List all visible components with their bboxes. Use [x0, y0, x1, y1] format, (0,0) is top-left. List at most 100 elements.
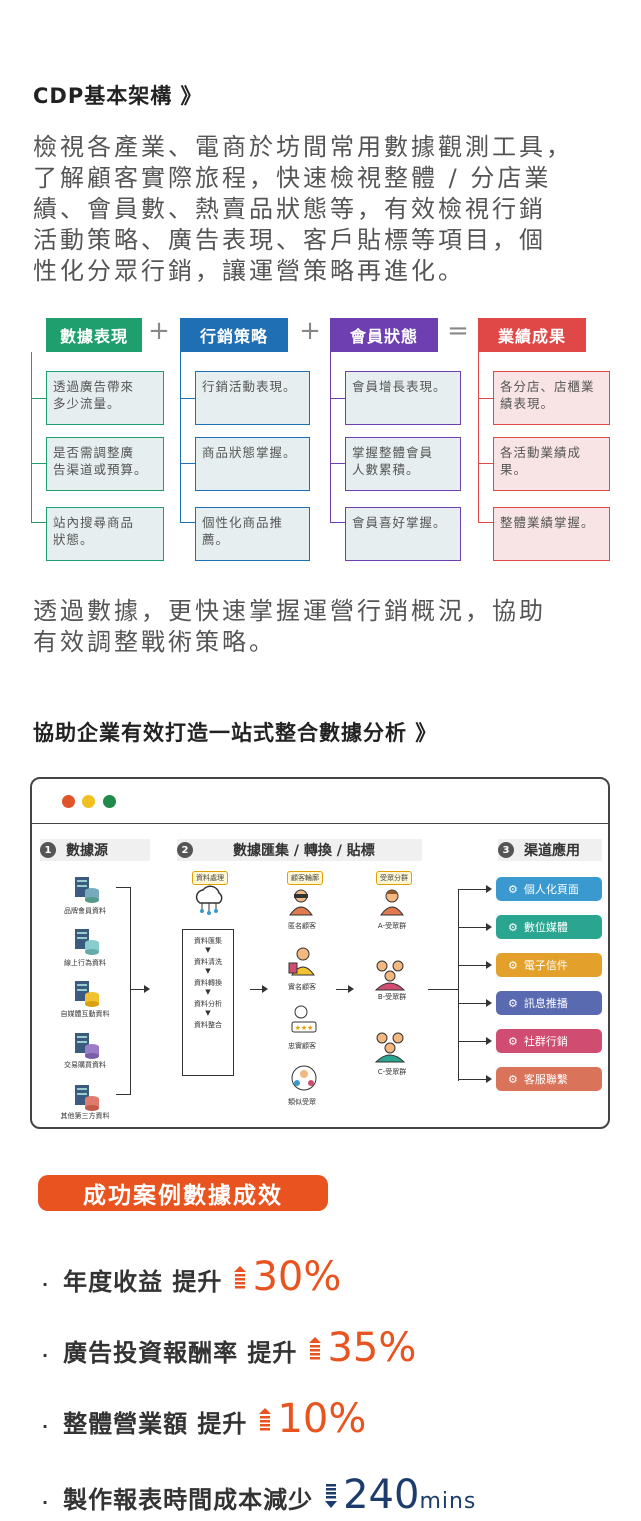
- category-item: 會員增長表現。: [345, 371, 461, 425]
- channel-label: 客服聯繫: [523, 1073, 568, 1086]
- channel-pill: ⚙ 數位媒體: [496, 915, 602, 939]
- database-icon: [74, 875, 99, 903]
- success-cases-badge: 成功案例數據成效: [38, 1175, 328, 1211]
- col-title: 數據匯集 / 轉換 / 貼標: [233, 843, 375, 859]
- col-title: 數據源: [66, 843, 108, 859]
- arrow-head-icon: [348, 985, 354, 993]
- gear-icon: ⚙: [508, 882, 518, 896]
- arrow-head-icon: [486, 1037, 492, 1045]
- result-value: 240: [343, 1472, 420, 1518]
- category-item: 各活動業績成果。: [493, 437, 610, 491]
- col-header-sources: 1 數據源: [40, 839, 150, 861]
- group-label: C-受眾群: [377, 1068, 407, 1076]
- gear-icon: ⚙: [508, 920, 518, 934]
- channel-pill: ⚙電子信件: [496, 953, 602, 977]
- arrow-head-icon: [486, 1075, 492, 1083]
- arrow-head-icon: [262, 985, 268, 993]
- category-item: 掌握整體會員人數累積。: [345, 437, 461, 491]
- window-minimize-dot: [82, 795, 95, 808]
- category-header-data: 數據表現: [46, 318, 142, 352]
- result-row: · 整體營業額 提升 10%: [42, 1396, 367, 1442]
- gear-icon: ⚙: [508, 1072, 518, 1086]
- arrow-head-icon: [486, 961, 492, 969]
- connector-line: [31, 352, 32, 522]
- arrow-up-icon: [259, 1408, 272, 1438]
- result-value: 10%: [277, 1396, 367, 1442]
- category-item: 商品狀態掌握。: [195, 437, 310, 491]
- category-item: 行銷活動表現。: [195, 371, 310, 425]
- window-maximize-dot: [103, 795, 116, 808]
- arrow-head-icon: [486, 999, 492, 1007]
- channel-label: 數位媒體: [523, 921, 568, 934]
- arrow-line: [458, 1041, 488, 1042]
- arrow-head-icon: [486, 923, 492, 931]
- arrow-line: [130, 989, 146, 990]
- channel-label: 社群行銷: [523, 1035, 568, 1048]
- process-tag: 受眾分群: [376, 871, 412, 885]
- result-value: 30%: [252, 1254, 342, 1300]
- svg-text:★★★: ★★★: [295, 1024, 314, 1032]
- arrow-line: [458, 1079, 488, 1080]
- database-icon: [74, 1083, 99, 1111]
- group-label: B-受眾群: [377, 993, 407, 1001]
- step-number: 1: [40, 842, 56, 858]
- pipeline-step: 資料清洗: [194, 958, 222, 966]
- customer-label: 類似受眾: [288, 1098, 316, 1106]
- category-item: 整體業績掌握。: [493, 507, 610, 561]
- result-label: 年度收益 提升: [63, 1268, 223, 1296]
- data-flow-window: 1 數據源 2 數據匯集 / 轉換 / 貼標 3 渠道應用 品牌會員資料 線上行…: [30, 777, 610, 1129]
- gear-icon: ⚙: [508, 996, 518, 1010]
- audience-group-icon: [372, 1029, 408, 1067]
- arrow-up-icon: [234, 1266, 247, 1296]
- group-label: A-受眾群: [377, 922, 407, 930]
- col-header-processing: 2 數據匯集 / 轉換 / 貼標: [177, 839, 422, 861]
- connector-line: [478, 352, 479, 522]
- category-item: 個性化商品推薦。: [195, 507, 310, 561]
- pipeline-step: 資料整合: [194, 1021, 222, 1029]
- result-label: 製作報表時間成本減少: [63, 1486, 314, 1514]
- pipeline-step: 資料分析: [194, 1000, 222, 1008]
- paragraph-line: 性化分眾行銷，讓運營策略再進化。: [33, 257, 465, 285]
- result-row: · 年度收益 提升 30%: [42, 1254, 342, 1300]
- customer-label: 實名顧客: [288, 983, 316, 991]
- audience-group-icon: [372, 957, 408, 995]
- arrow-line: [458, 1003, 488, 1004]
- channel-pill: ⚙ 客服聯繫: [496, 1067, 602, 1091]
- result-row: · 製作報表時間成本減少 240 mins: [42, 1472, 477, 1518]
- step-number: 3: [498, 842, 514, 858]
- source-label: 品牌會員資料: [64, 907, 106, 915]
- loyal-customer-icon: ★★★: [289, 1004, 319, 1040]
- arrow-down-icon: [325, 1484, 338, 1514]
- arrow-head-icon: [144, 985, 150, 993]
- category-item: 各分店、店櫃業績表現。: [493, 371, 610, 425]
- col-header-channels: 3 渠道應用: [498, 839, 602, 861]
- process-tag: 顧客輪廓: [287, 871, 323, 885]
- named-customer-icon: [287, 945, 317, 981]
- window-close-dot: [62, 795, 75, 808]
- channel-label: 個人化頁面: [523, 883, 579, 896]
- bracket-line: [458, 889, 459, 1081]
- paragraph-line: 活動策略、廣告表現、客戶貼標等項目，個: [33, 226, 546, 254]
- paragraph-line: 有效調整戰術策略。: [33, 628, 276, 656]
- paragraph-line: 了解顧客實際旅程，快速檢視整體 / 分店業: [33, 164, 552, 192]
- paragraph-line: 透過數據，更快速掌握運營行銷概況，協助: [33, 597, 546, 625]
- gear-icon: ⚙: [508, 1034, 518, 1048]
- category-item: 透過廣告帶來多少流量。: [46, 371, 164, 425]
- intro-paragraph: 檢視各產業、電商於坊間常用數據觀測工具， 了解顧客實際旅程，快速檢視整體 / 分…: [33, 132, 608, 287]
- window-titlebar: [32, 779, 608, 824]
- category-item: 會員喜好掌握。: [345, 507, 461, 561]
- result-unit: mins: [419, 1489, 477, 1514]
- arrow-line: [250, 989, 264, 990]
- section-title-cdp: CDP基本架構 》: [33, 84, 203, 108]
- lookalike-audience-icon: [289, 1063, 319, 1097]
- category-header-results: 業績成果: [478, 318, 586, 352]
- bracket-line: [116, 887, 131, 1095]
- anonymous-customer-icon: [287, 887, 315, 921]
- source-label: 線上行為資料: [64, 959, 106, 967]
- database-icon: [74, 979, 99, 1007]
- customer-label: 匿名顧客: [288, 922, 316, 930]
- step-number: 2: [177, 842, 193, 858]
- channel-label: 訊息推播: [523, 997, 568, 1010]
- arrow-up-icon: [309, 1337, 322, 1367]
- pipeline-step: 資料轉換: [194, 979, 222, 987]
